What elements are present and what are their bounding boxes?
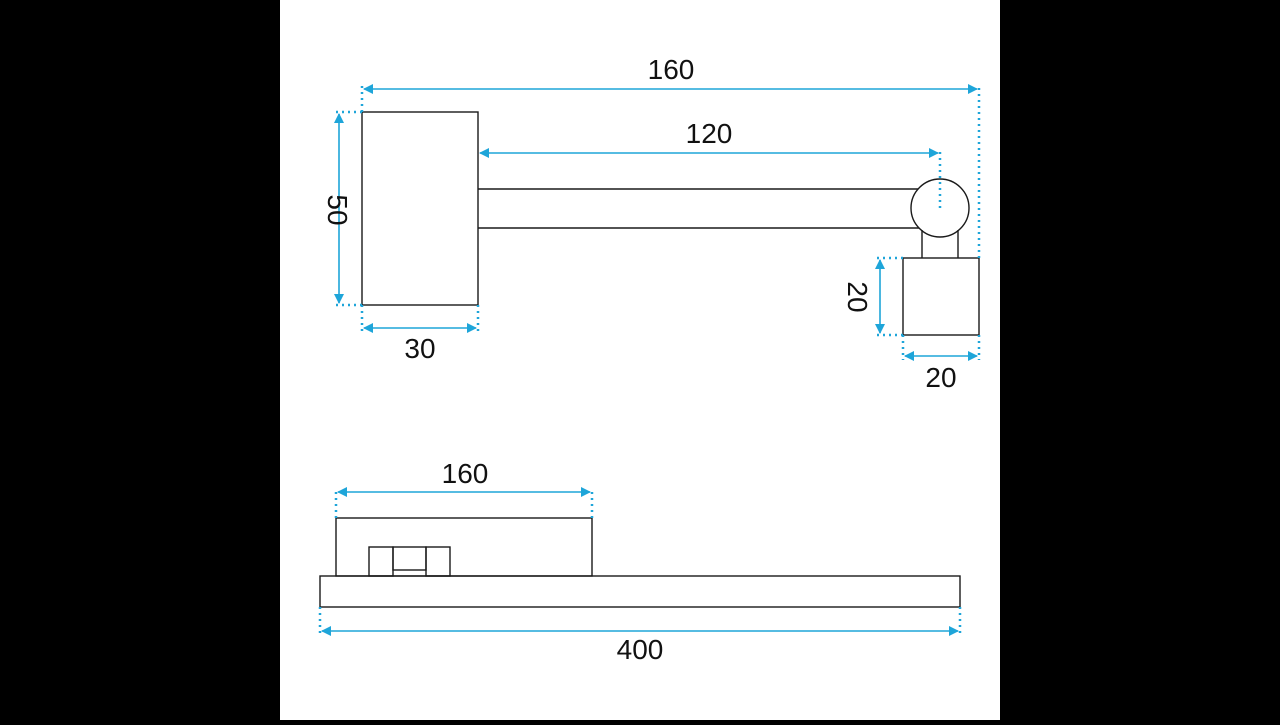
label-lamp-length: 400 (617, 634, 664, 665)
side-view-extension-lines (335, 86, 981, 360)
label-base-height: 50 (322, 194, 353, 225)
label-arm-length: 120 (686, 118, 733, 149)
label-base-length: 160 (442, 458, 489, 489)
top-view (319, 517, 961, 608)
top-view-dimension-lines (321, 487, 959, 636)
label-overall-length: 160 (648, 54, 695, 85)
label-base-width: 30 (404, 333, 435, 364)
label-head-width: 20 (925, 362, 956, 393)
side-view-dimension-lines (334, 84, 978, 361)
lamp-bar (319, 575, 961, 608)
wall-base-block (361, 111, 479, 306)
drawing-sheet (280, 0, 1000, 720)
lamp-head-block (902, 257, 980, 336)
label-head-height: 20 (842, 281, 873, 312)
top-view-extension-lines (318, 488, 962, 636)
